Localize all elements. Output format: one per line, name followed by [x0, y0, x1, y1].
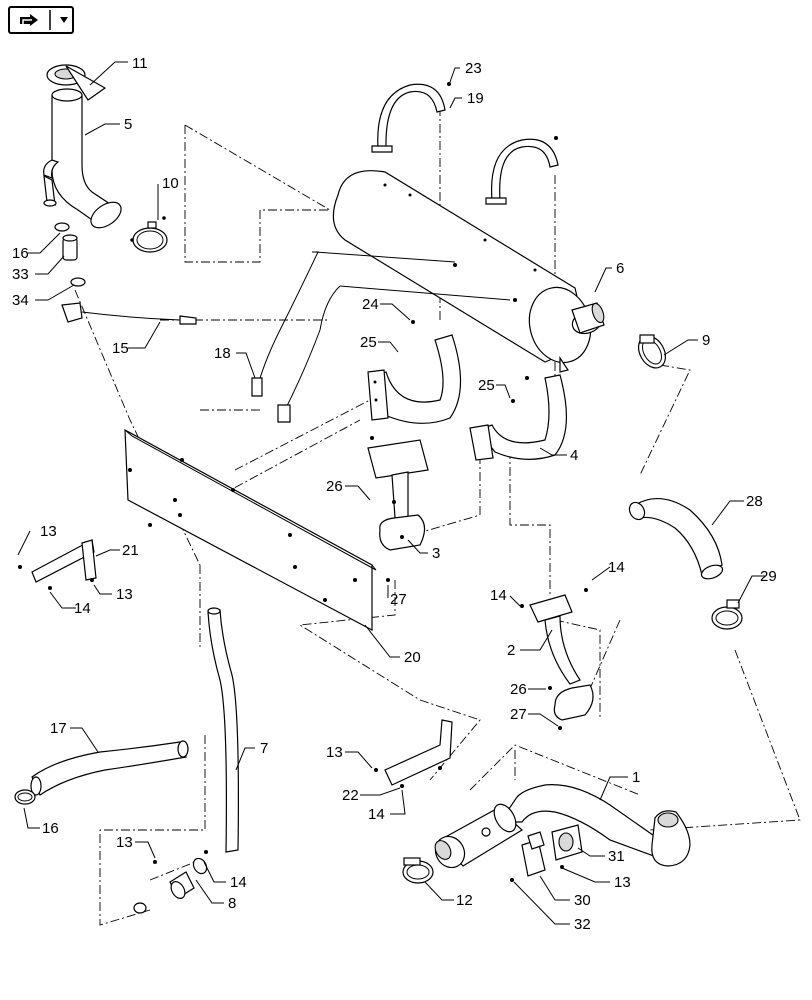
part-8-connector — [133, 850, 208, 914]
callout-5: 5 — [124, 116, 132, 133]
callout-13-a: 13 — [40, 523, 57, 540]
callout-9: 9 — [702, 332, 710, 349]
part-5-exhaust-stack — [43, 88, 122, 229]
callout-15: 15 — [112, 340, 129, 357]
callout-14-a: 14 — [74, 600, 91, 617]
callout-7: 7 — [260, 740, 268, 757]
callout-1: 1 — [632, 769, 640, 786]
callout-11: 11 — [132, 55, 148, 72]
callout-18: 18 — [214, 345, 231, 362]
part-11-rain-cap — [46, 64, 107, 101]
callout-21: 21 — [122, 542, 139, 559]
part-9-clamp — [637, 334, 667, 369]
part-30-bracket — [510, 831, 546, 882]
callout-30: 30 — [574, 892, 591, 909]
callout-20: 20 — [404, 649, 421, 666]
part-20-mounting-plate — [124, 428, 377, 631]
part-16-clamp-lower — [14, 789, 36, 805]
callout-13-c: 13 — [116, 834, 133, 851]
callout-17: 17 — [50, 720, 67, 737]
part-16-clamp-small — [54, 222, 70, 232]
part-10-clamp — [130, 216, 168, 253]
callout-33: 33 — [12, 266, 29, 283]
callout-27-right: 27 — [510, 706, 527, 723]
callout-10: 10 — [162, 175, 179, 192]
callout-34: 34 — [12, 292, 29, 309]
part-21-bracket — [18, 539, 97, 590]
callout-4: 4 — [570, 447, 578, 464]
nav-button[interactable] — [8, 6, 74, 34]
part-19-strap-front — [371, 82, 451, 153]
callout-16-upper: 16 — [12, 245, 29, 262]
callout-8: 8 — [228, 895, 236, 912]
callout-23: 23 — [465, 60, 482, 77]
callout-22: 22 — [342, 787, 359, 804]
callout-leaders — [17, 61, 765, 925]
callout-24: 24 — [362, 296, 379, 313]
part-34-clamp-small — [70, 277, 86, 287]
callout-31: 31 — [608, 848, 625, 865]
callout-14-b: 14 — [608, 559, 625, 576]
callout-labels: 11 5 10 16 33 34 15 23 19 6 9 18 24 25 2… — [12, 55, 777, 933]
callout-6: 6 — [616, 260, 624, 277]
callout-14-d: 14 — [230, 874, 247, 891]
part-29-clamp — [711, 599, 743, 630]
callout-13-d: 13 — [326, 744, 343, 761]
callout-26-right: 26 — [510, 681, 527, 698]
callout-3: 3 — [432, 545, 440, 562]
part-19-strap-rear — [485, 136, 559, 205]
part-7-pipe — [207, 607, 239, 853]
callout-26-left: 26 — [326, 478, 343, 495]
part-3-bracket — [367, 436, 429, 582]
callout-13-e: 13 — [614, 874, 631, 891]
callout-13-b: 13 — [116, 586, 133, 603]
callout-14-e: 14 — [368, 806, 385, 823]
part-31-gasket — [551, 824, 583, 869]
part-6-muffler — [332, 170, 605, 373]
callout-27-left: 27 — [390, 591, 407, 608]
callout-2: 2 — [507, 642, 515, 659]
callout-25-left: 25 — [360, 334, 377, 351]
part-22-bracket — [374, 719, 453, 788]
callout-16-lower: 16 — [42, 820, 59, 837]
part-2-bracket — [520, 588, 594, 730]
callout-32: 32 — [574, 916, 591, 933]
callout-19: 19 — [467, 90, 484, 107]
callout-25-right: 25 — [478, 377, 495, 394]
part-12-clamp — [402, 857, 434, 884]
part-24-saddle-left — [367, 320, 462, 424]
part-33-sleeve — [62, 234, 78, 261]
exploded-view-nav-icon — [20, 10, 68, 30]
callout-14-c: 14 — [490, 587, 507, 604]
part-4-saddle-right — [469, 374, 567, 461]
part-28-flex-pipe — [628, 498, 724, 580]
callout-28: 28 — [746, 493, 763, 510]
callout-29: 29 — [760, 568, 777, 585]
part-15-sensor — [61, 302, 197, 325]
part-17-hose — [30, 740, 189, 796]
part-1-exhaust-pipe — [434, 784, 691, 869]
part-18-harness — [251, 251, 511, 423]
callout-12: 12 — [456, 892, 473, 909]
